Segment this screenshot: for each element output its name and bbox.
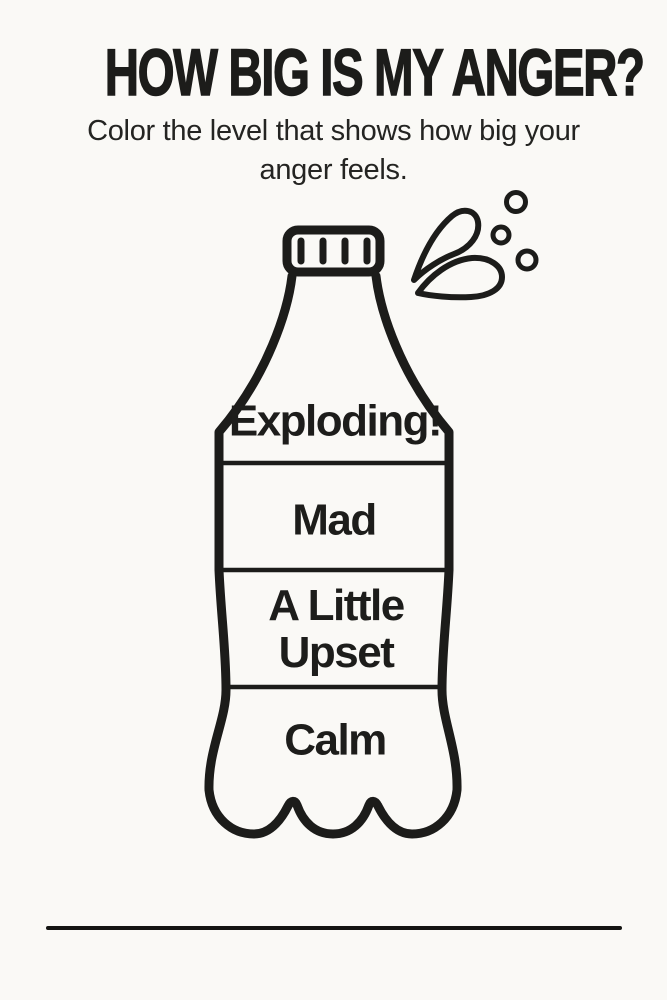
bottle-cap-ridges: [297, 237, 371, 265]
page-title: HOW BIG IS MY ANGER?: [0, 35, 667, 109]
subtitle-line-2: anger feels.: [259, 154, 408, 186]
bubble-icon: [490, 224, 512, 246]
level-mad[interactable]: Mad: [292, 495, 377, 545]
level-calm[interactable]: Calm: [284, 715, 387, 765]
bubble-icon: [515, 248, 539, 272]
level-exploding[interactable]: Exploding!: [228, 396, 443, 446]
bottle-outline: [204, 271, 462, 839]
soda-bubbles-icon: [490, 190, 539, 272]
answer-line[interactable]: [46, 926, 622, 930]
level-a-little-upset[interactable]: A Little Upset: [268, 581, 405, 677]
bubble-icon: [504, 190, 528, 214]
page-title-text: HOW BIG IS MY ANGER?: [104, 35, 645, 109]
splash-droplets-icon: [411, 207, 505, 301]
splash-drop-small-icon: [415, 254, 505, 301]
page-subtitle: Color the level that shows how big your …: [0, 112, 667, 190]
subtitle-line-1: Color the level that shows how big your: [87, 115, 580, 147]
bottle-cap: [282, 225, 385, 277]
splash-drop-large-icon: [411, 207, 482, 283]
